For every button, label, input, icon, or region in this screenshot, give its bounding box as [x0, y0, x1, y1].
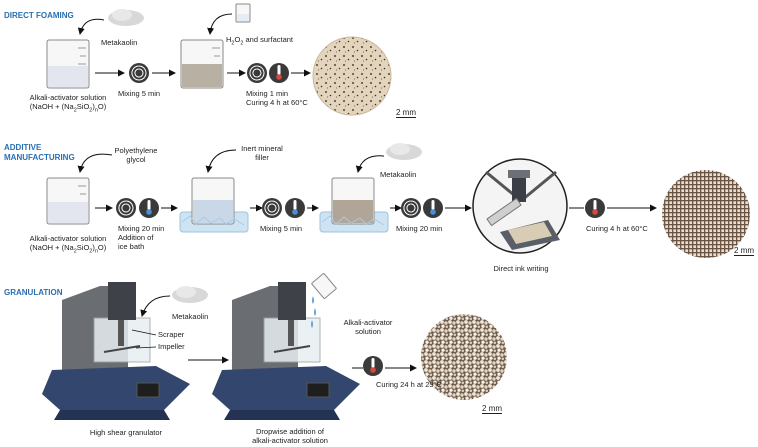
step-mixing-1-line: Mixing 1 min	[246, 89, 289, 98]
granulator-machine-image	[212, 282, 360, 420]
step-line2: Addition of	[118, 233, 154, 242]
ice-bath-beaker-icon	[319, 177, 389, 233]
ice-bath-beaker-icon	[179, 177, 249, 233]
metakaolin-label: Metakaolin	[172, 312, 209, 321]
polyethylene-line2: glycol	[126, 155, 146, 164]
add-h2o2-arrow	[207, 13, 233, 35]
h2o2-sub-a: 2	[231, 40, 235, 47]
formula-sub-c: n	[94, 107, 98, 114]
alkali-solution-label: Alkali-activator solution (NaOH + (Na2Si…	[30, 234, 107, 257]
scale-bar-label: 2 mm	[482, 404, 502, 414]
formula-part-a: (NaOH + (Na	[29, 102, 74, 111]
polyethylene-glycol-label: Polyethylene glycol	[115, 146, 158, 164]
additive-manufacturing-title: ADDITIVE MANUFACTURING	[4, 143, 75, 163]
formula-part-a: (NaOH + (Na	[29, 243, 74, 252]
step-line1: Mixing 20 min	[118, 224, 165, 233]
polyethylene-line1: Polyethylene	[114, 146, 158, 155]
add-metakaolin-arrow	[77, 18, 105, 35]
alkali-solution-line2: (NaOH + (Na2SiO2)nO)	[30, 243, 107, 257]
step-line3: ice bath	[118, 242, 145, 251]
formula-part-c: )	[92, 102, 95, 111]
alkali-solution-line2: (NaOH + (Na2SiO2)nO)	[30, 102, 107, 116]
small-beaker-icon	[235, 3, 251, 23]
scraper-label: Scraper	[158, 330, 185, 339]
mixing-icon	[401, 198, 421, 218]
thermometer-hot-icon	[363, 356, 383, 376]
additive-manufacturing-title-line1: ADDITIVE	[4, 143, 42, 152]
granulation-title: GRANULATION	[4, 288, 63, 297]
formula-part-d: O)	[97, 102, 107, 111]
inert-line1: Inert mineral	[241, 144, 283, 153]
mixing-icon	[247, 63, 267, 83]
step-mixing-5-label: Mixing 5 min	[260, 224, 303, 233]
beaker-icon	[180, 39, 224, 89]
alkali-solution-line1: Alkali-activator solution	[29, 93, 107, 102]
mixing-icon	[116, 198, 136, 218]
h2o2-sub-b: 2	[240, 40, 244, 47]
thermometer-hot-icon	[585, 198, 605, 218]
formula-sub-c: n	[94, 248, 98, 255]
h2o2-surfactant-label: H2O2 and surfactant	[226, 35, 293, 49]
activator-line1: Alkali-activator	[343, 318, 393, 327]
metakaolin-powder-icon	[108, 9, 144, 26]
inert-filler-label: Inert mineral filler	[241, 144, 283, 162]
metakaolin-label: Metakaolin	[380, 170, 417, 179]
granules-sample-image	[421, 314, 507, 400]
granulator-machine-image	[42, 282, 190, 420]
alkali-activator-label: Alkali-activator solution	[344, 318, 393, 336]
inert-line2: filler	[255, 153, 269, 162]
thermometer-cold-icon	[139, 198, 159, 218]
formula-sub-b: 2	[89, 107, 93, 114]
printed-lattice-sample-image	[662, 170, 750, 258]
metakaolin-powder-icon	[172, 286, 208, 303]
thermometer-cold-icon	[423, 198, 443, 218]
formula-part-b: SiO	[76, 243, 90, 252]
formula-part-d: O)	[97, 243, 107, 252]
scale-bar-label: 2 mm	[396, 108, 416, 118]
beaker-icon	[46, 177, 90, 225]
metakaolin-powder-icon	[386, 143, 422, 160]
alkali-solution-label: Alkali-activator solution (NaOH + (Na2Si…	[30, 93, 107, 116]
thermometer-hot-icon	[269, 63, 289, 83]
beaker-icon	[46, 39, 90, 89]
formula-part-c: )	[92, 243, 95, 252]
step-mixing-5-label: Mixing 5 min	[118, 89, 161, 98]
formula-part-b: SiO	[76, 102, 90, 111]
h2o2-part-a: H	[226, 35, 232, 44]
additive-manufacturing-title-line2: MANUFACTURING	[4, 153, 75, 162]
curing-4h-label: Curing 4 h at 60°C	[586, 224, 648, 233]
formula-sub-a: 2	[73, 107, 77, 114]
scale-bar-label: 2 mm	[734, 246, 754, 256]
formula-sub-a: 2	[73, 248, 77, 255]
alkali-solution-line1: Alkali-activator solution	[29, 234, 107, 243]
step-mixing-20-ice-label: Mixing 20 min Addition of ice bath	[118, 224, 164, 251]
thermometer-cold-icon	[285, 198, 305, 218]
step-mixing-20-label: Mixing 20 min	[396, 224, 443, 233]
mixing-icon	[129, 63, 149, 83]
dropwise-line1: Dropwise addition of	[256, 427, 324, 436]
dropwise-addition-label: Dropwise addition of alkali-activator so…	[252, 427, 328, 445]
h2o2-part-b: O	[234, 35, 241, 44]
curing-24h-label: Curing 24 h at 25°C	[376, 380, 442, 389]
step-mixing-curing-label: Mixing 1 min Curing 4 h at 60°C	[246, 89, 308, 107]
dropwise-line2: alkali-activator solution	[252, 436, 328, 445]
formula-sub-b: 2	[89, 248, 93, 255]
metakaolin-label: Metakaolin	[101, 38, 138, 47]
pouring-beaker-icon	[311, 273, 337, 328]
step-curing-line: Curing 4 h at 60°C	[246, 98, 308, 107]
direct-ink-writing-label: Direct ink writing	[493, 264, 549, 273]
mixing-icon	[262, 198, 282, 218]
h2o2-part-c: and surfactant	[243, 35, 294, 44]
3d-printer-image	[472, 158, 568, 254]
direct-foaming-title: DIRECT FOAMING	[4, 11, 74, 20]
activator-line2: solution	[355, 327, 381, 336]
high-shear-granulator-label: High shear granulator	[89, 428, 163, 437]
impeller-label: Impeller	[158, 342, 185, 351]
foam-sample-image	[312, 36, 392, 116]
